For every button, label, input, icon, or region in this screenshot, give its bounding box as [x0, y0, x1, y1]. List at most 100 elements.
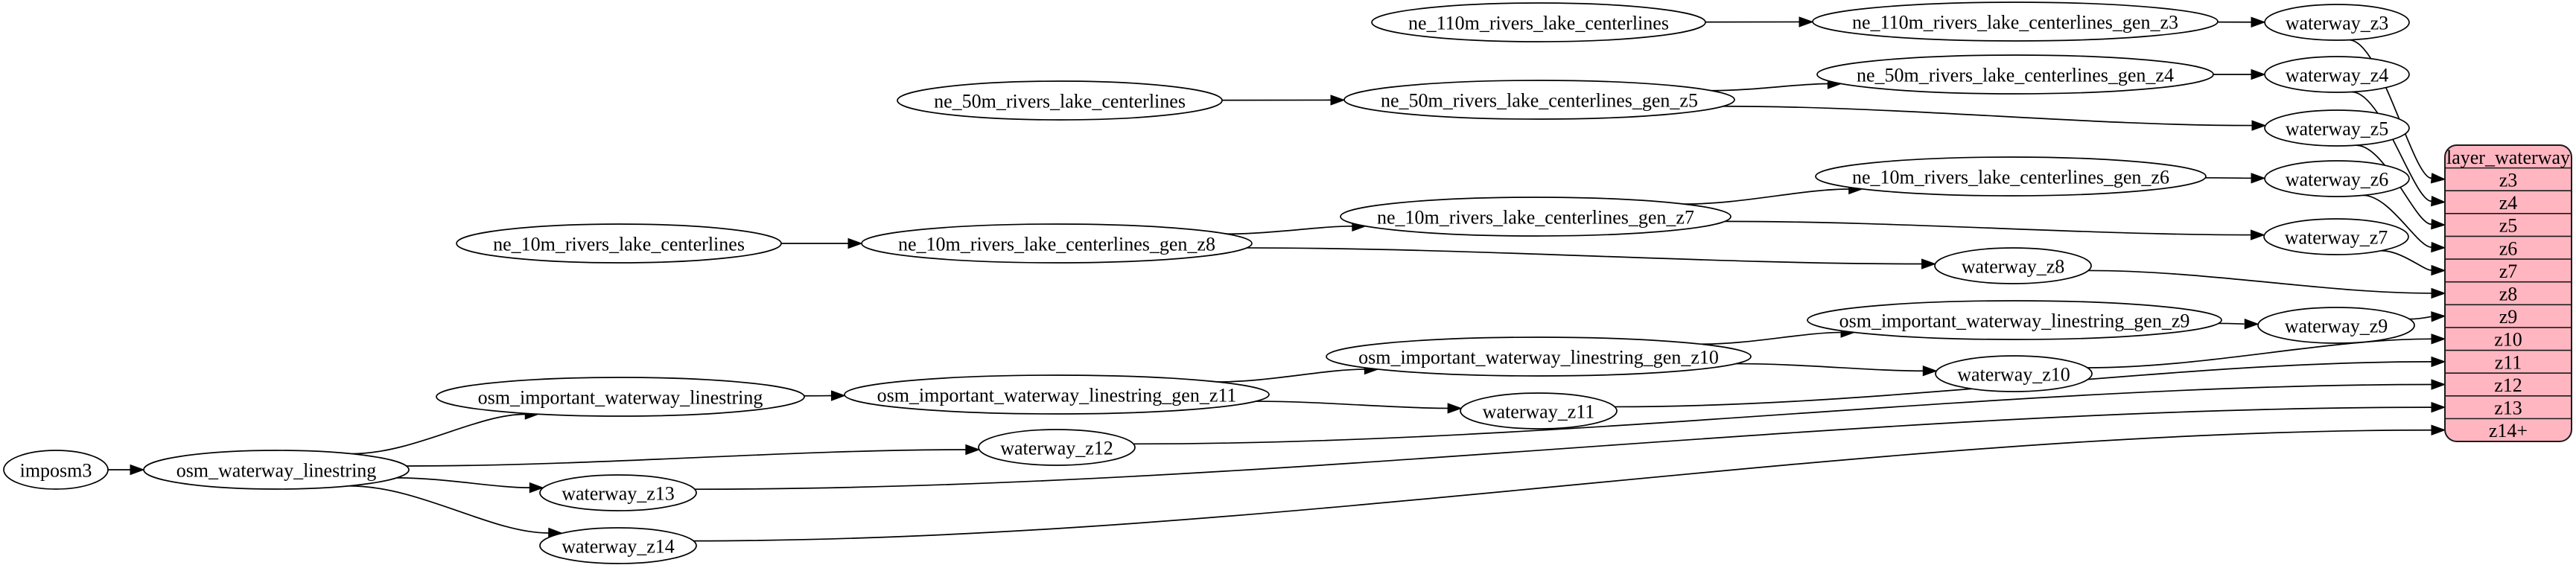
edge-waterway_z6-to-row-z6	[2362, 194, 2432, 248]
edge-ne_10m_rivers_lake_centerlines-to-ne_10m_rivers_lake_centerlines_gen_z8-arrowhead	[847, 237, 863, 249]
node-waterway_z4	[2264, 56, 2410, 93]
table-row-z9: z9	[2499, 306, 2518, 328]
edge-ne_50m_rivers_lake_centerlines_gen_z5-to-waterway_z5	[1723, 105, 2252, 127]
edge-osm_important_waterway_linestring_gen_z11-to-waterway_z11-arrowhead	[1447, 403, 1463, 414]
table-row-z3: z3	[2499, 169, 2518, 191]
node-ne_50m_rivers_lake_centerlines_gen_z5	[1343, 80, 1735, 120]
edge-waterway_z14-to-row-z14+-arrowhead	[2431, 424, 2446, 435]
node-waterway_z10	[1935, 355, 2093, 392]
edge-osm_waterway_linestring-to-waterway_z12	[406, 449, 966, 467]
node-label-waterway_z13: waterway_z13	[562, 483, 675, 505]
edge-osm_important_waterway_linestring_gen_z9-to-waterway_z9-arrowhead	[2244, 318, 2259, 330]
node-waterway_z8	[1934, 247, 2092, 284]
table-row-z14+: z14+	[2489, 420, 2528, 441]
edge-waterway_z8-to-row-z8	[2088, 269, 2432, 294]
edge-osm_important_waterway_linestring_gen_z11-to-waterway_z11	[1256, 401, 1448, 409]
node-label-ne_50m_rivers_lake_centerlines_gen_z5: ne_50m_rivers_lake_centerlines_gen_z5	[1381, 90, 1698, 112]
edge-waterway_z9-to-row-z9-arrowhead	[2431, 311, 2446, 322]
node-label-ne_10m_rivers_lake_centerlines_gen_z8: ne_10m_rivers_lake_centerlines_gen_z8	[898, 234, 1215, 255]
edge-ne_10m_rivers_lake_centerlines_gen_z7-to-ne_10m_rivers_lake_centerlines_gen_z6	[1684, 188, 1849, 205]
edge-waterway_z12-to-row-z12-arrowhead	[2431, 379, 2446, 390]
edge-waterway_z10-to-row-z10-arrowhead	[2431, 334, 2446, 345]
edge-ne_50m_rivers_lake_centerlines_gen_z5-to-waterway_z5-arrowhead	[2251, 120, 2267, 131]
edge-osm_important_waterway_linestring_gen_z10-to-waterway_z10	[1736, 363, 1924, 372]
edge-ne_10m_rivers_lake_centerlines_gen_z7-to-waterway_z7-arrowhead	[2250, 229, 2265, 240]
edge-osm_waterway_linestring-to-osm_important_waterway_linestring	[351, 413, 526, 455]
edge-ne_50m_rivers_lake_centerlines-to-ne_50m_rivers_lake_centerlines_gen_z5-arrowhead	[1330, 95, 1346, 106]
node-waterway_z11	[1460, 392, 1618, 430]
edge-osm_waterway_linestring-to-waterway_z12-arrowhead	[965, 444, 981, 456]
table-layer-waterway	[2444, 144, 2572, 442]
table-layer: layer_waterwayz3z4z5z6z7z8z9z10z11z12z13…	[2444, 144, 2572, 442]
node-label-imposm3: imposm3	[20, 460, 92, 482]
edge-osm_important_waterway_linestring_gen_z10-to-waterway_z10-arrowhead	[1922, 366, 1938, 377]
node-label-osm_waterway_linestring: osm_waterway_linestring	[176, 460, 377, 482]
edge-osm_waterway_linestring-to-waterway_z13-arrowhead	[529, 482, 544, 494]
node-waterway_z7	[2263, 218, 2409, 255]
node-label-waterway_z3: waterway_z3	[2286, 13, 2389, 34]
table-row-z5: z5	[2499, 215, 2518, 237]
node-label-waterway_z10: waterway_z10	[1957, 364, 2070, 386]
node-label-waterway_z8: waterway_z8	[1962, 256, 2065, 278]
edge-waterway_z4-to-row-z4	[2351, 91, 2432, 202]
node-ne_10m_rivers_lake_centerlines_gen_z6	[1815, 156, 2207, 197]
node-label-osm_important_waterway_linestring_gen_z11: osm_important_waterway_linestring_gen_z1…	[877, 385, 1237, 406]
table-row-z8: z8	[2499, 284, 2518, 305]
node-label-waterway_z11: waterway_z11	[1483, 401, 1595, 423]
edge-osm_important_waterway_linestring_gen_z9-to-waterway_z9	[2218, 322, 2246, 325]
edge-ne_10m_rivers_lake_centerlines_gen_z8-to-waterway_z8	[1247, 247, 1922, 265]
node-ne_10m_rivers_lake_centerlines_gen_z7	[1340, 197, 1731, 237]
edge-osm_waterway_linestring-to-waterway_z13	[396, 477, 530, 488]
node-label-ne_10m_rivers_lake_centerlines: ne_10m_rivers_lake_centerlines	[493, 234, 745, 255]
edge-ne_50m_rivers_lake_centerlines_gen_z5-to-ne_50m_rivers_lake_centerlines_gen_z4	[1711, 83, 1828, 92]
table-row-z11: z11	[2495, 351, 2522, 373]
node-osm_waterway_linestring	[143, 450, 410, 490]
table-row-z7: z7	[2499, 261, 2518, 282]
edge-waterway_z3-to-row-z3	[2349, 39, 2432, 179]
node-label-ne_10m_rivers_lake_centerlines_gen_z6: ne_10m_rivers_lake_centerlines_gen_z6	[1852, 167, 2169, 188]
node-label-waterway_z6: waterway_z6	[2286, 169, 2389, 191]
node-label-ne_110m_rivers_lake_centerlines: ne_110m_rivers_lake_centerlines	[1408, 13, 1669, 34]
edge-waterway_z14-to-row-z14+	[693, 429, 2432, 542]
node-ne_110m_rivers_lake_centerlines_gen_z3	[1812, 1, 2219, 42]
edge-waterway_z3-to-row-z3-arrowhead	[2430, 173, 2446, 184]
table-row-z12: z12	[2494, 374, 2522, 396]
node-label-ne_110m_rivers_lake_centerlines_gen_z3: ne_110m_rivers_lake_centerlines_gen_z3	[1852, 12, 2178, 33]
node-label-waterway_z9: waterway_z9	[2285, 316, 2388, 337]
edges-layer	[107, 16, 2446, 542]
node-label-waterway_z4: waterway_z4	[2286, 65, 2389, 86]
edge-osm_important_waterway_linestring-to-osm_important_waterway_linestring_gen_z11-arrowhead	[830, 390, 846, 401]
node-waterway_z3	[2264, 4, 2410, 41]
edge-waterway_z12-to-row-z12	[1133, 383, 2432, 445]
edge-ne_10m_rivers_lake_centerlines_gen_z6-to-waterway_z6	[2205, 176, 2252, 179]
edge-osm_important_waterway_linestring_gen_z11-to-osm_important_waterway_linestring_gen_z10	[1217, 368, 1365, 383]
edge-waterway_z5-to-row-z5-arrowhead	[2431, 218, 2446, 230]
node-label-ne_50m_rivers_lake_centerlines_gen_z4: ne_50m_rivers_lake_centerlines_gen_z4	[1857, 65, 2174, 86]
node-osm_important_waterway_linestring_gen_z10	[1326, 336, 1752, 377]
node-ne_50m_rivers_lake_centerlines_gen_z4	[1816, 54, 2214, 95]
node-waterway_z9	[2257, 307, 2415, 344]
node-ne_50m_rivers_lake_centerlines	[897, 80, 1223, 121]
node-waterway_z5	[2264, 109, 2410, 147]
table-row-z6: z6	[2499, 237, 2518, 259]
edge-waterway_z4-to-row-z4-arrowhead	[2431, 196, 2446, 207]
node-label-osm_important_waterway_linestring_gen_z9: osm_important_waterway_linestring_gen_z9	[1839, 310, 2190, 332]
node-waterway_z6	[2264, 160, 2410, 197]
table-row-z4: z4	[2499, 192, 2518, 214]
node-waterway_z13	[539, 474, 697, 511]
edge-osm_important_waterway_linestring_gen_z10-to-osm_important_waterway_linestring_gen_z9	[1701, 331, 1842, 345]
edge-waterway_z10-to-row-z10	[2087, 338, 2432, 368]
nodes-layer: imposm3 osm_waterway_linestring osm_import…	[3, 1, 2415, 564]
node-label-waterway_z12: waterway_z12	[1000, 438, 1113, 459]
node-osm_important_waterway_linestring_gen_z11	[844, 374, 1270, 415]
node-label-ne_50m_rivers_lake_centerlines: ne_50m_rivers_lake_centerlines	[934, 91, 1186, 112]
edge-waterway_z13-to-row-z13	[694, 406, 2432, 491]
table-row-z10: z10	[2494, 329, 2522, 351]
edge-imposm3-to-osm_waterway_linestring-arrowhead	[130, 464, 145, 476]
edge-waterway_z7-to-row-z7	[2381, 249, 2432, 271]
edge-waterway_z8-to-row-z8-arrowhead	[2431, 287, 2446, 299]
node-label-waterway_z7: waterway_z7	[2285, 227, 2388, 249]
edge-waterway_z9-to-row-z9	[2409, 316, 2432, 320]
edge-waterway_z13-to-row-z13-arrowhead	[2431, 401, 2446, 413]
